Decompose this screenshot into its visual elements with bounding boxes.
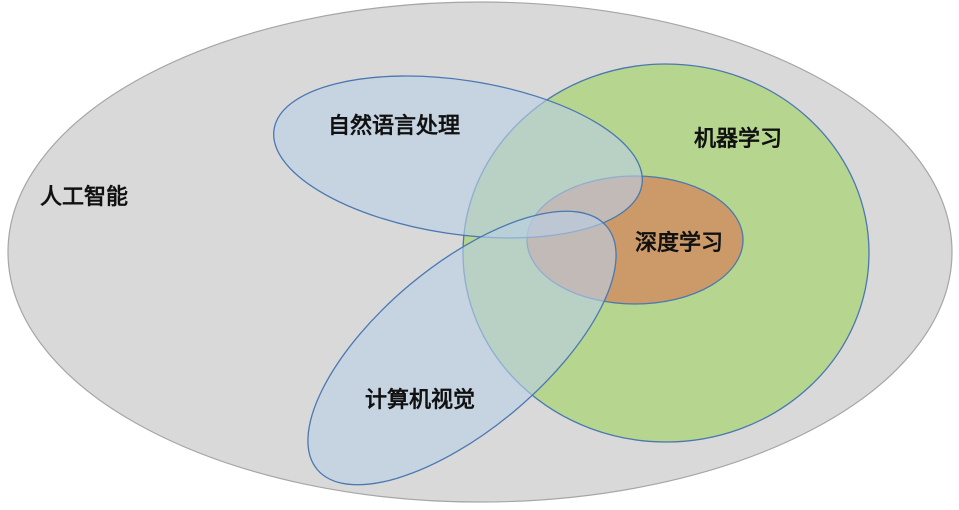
ai-label: 人工智能 — [40, 184, 128, 210]
nlp-region — [273, 75, 643, 239]
deep-learning-label: 深度学习 — [635, 230, 723, 256]
nlp-label: 自然语言处理 — [328, 113, 460, 139]
cv-label: 计算机视觉 — [365, 387, 475, 413]
machine-learning-label: 机器学习 — [694, 126, 782, 152]
cv-region — [307, 210, 617, 486]
